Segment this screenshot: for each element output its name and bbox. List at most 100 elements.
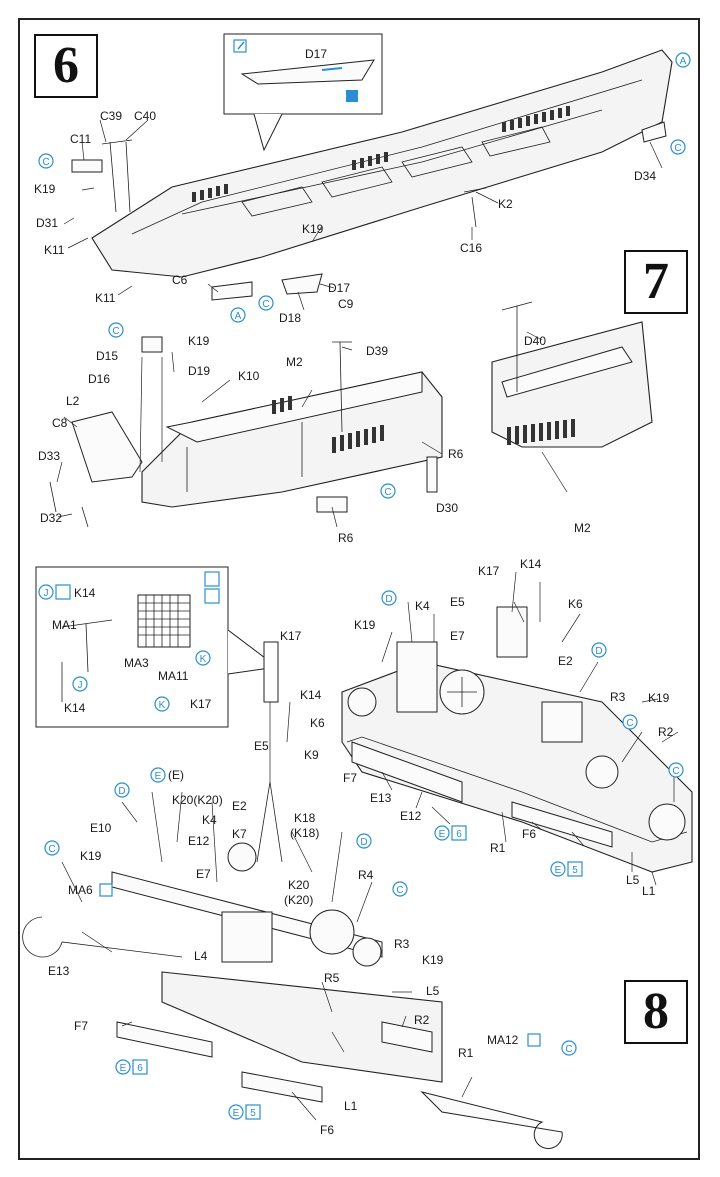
label-l4-x: L4: [194, 949, 208, 963]
step7-vents-right: [507, 419, 575, 445]
exploded-r2: [381, 1021, 433, 1053]
marker-j1: [38, 584, 54, 600]
brush-stroke: [237, 41, 245, 50]
label-e10-x: E10: [90, 821, 112, 835]
marker-c-7b: [380, 483, 396, 499]
part-d17-marker: [321, 67, 343, 71]
exploded-r3: [352, 937, 382, 967]
label-r2-a: R2: [658, 725, 674, 739]
label-l1-a: L1: [642, 884, 656, 898]
exploded-deck-curve: [22, 916, 183, 958]
step-number-6: 6: [34, 34, 98, 98]
flip-icon-e6-a: [451, 825, 467, 841]
marker-c-c-x: [561, 1040, 577, 1056]
flip-part-icon: [55, 584, 71, 600]
label-e7-a: E7: [450, 629, 465, 643]
label-k4-a: K4: [415, 599, 430, 613]
exploded-f7: [116, 1021, 213, 1058]
label-d16: D16: [88, 372, 110, 386]
label-e6-a: E: [439, 829, 446, 840]
label-d30: D30: [436, 501, 458, 515]
label-d-x: D: [118, 786, 125, 797]
step7-group: C K19 D15 D16 D19 K10 M2 D39 D40 L2 C8 D…: [38, 301, 653, 545]
exploded-e2-tripod: [256, 781, 283, 863]
label-k19-7: K19: [188, 334, 210, 348]
label-ma1: MA1: [52, 618, 77, 632]
label-d15: D15: [96, 349, 118, 363]
label-c-c-x: C: [565, 1044, 572, 1055]
flip-icon-e5-x: [245, 1104, 261, 1120]
marker-c-7a: [108, 322, 124, 338]
label-k17-a: K17: [478, 564, 500, 578]
step7-deck-left: [165, 371, 423, 443]
marker-c-mid: [258, 295, 274, 311]
label-r5-x: R5: [324, 971, 340, 985]
label-k19a: K19: [34, 182, 56, 196]
label-c-x: C: [48, 844, 55, 855]
label-d17: D17: [328, 281, 350, 295]
marker-a-top: [675, 52, 691, 68]
label-d39: D39: [366, 344, 388, 358]
label-d34: D34: [634, 169, 656, 183]
paint-drop-icon-8: [204, 588, 220, 604]
label-a-top: A: [680, 56, 687, 67]
assembled-bridge: [396, 641, 438, 713]
assembled-f6: [511, 801, 613, 848]
marker-c-x: [44, 840, 60, 856]
step6-callout-pointer: [253, 113, 283, 152]
step6-leaders: [63, 119, 663, 311]
label-k4-x: K4: [202, 813, 217, 827]
label-c9: C9: [338, 297, 354, 311]
part-d34: [641, 121, 667, 143]
label-l2: L2: [66, 394, 80, 408]
label-k11a: K11: [44, 243, 65, 257]
label-k: K: [200, 654, 207, 665]
label-e13-a: E13: [370, 791, 392, 805]
label-l5-x: L5: [426, 984, 440, 998]
label-c-top: C: [674, 143, 681, 154]
label-c39: C39: [100, 109, 122, 123]
label-r1-a: R1: [490, 841, 506, 855]
label-k14a: K14: [74, 586, 96, 600]
label-k20c-x: (K20): [284, 893, 313, 907]
label-d-a: D: [385, 594, 392, 605]
step8-exploded-hull: [161, 971, 443, 1083]
part-d15: [141, 336, 163, 353]
exploded-r1: [420, 1091, 563, 1150]
flip-icon-e6-x: [132, 1059, 148, 1075]
glue-icon: [346, 90, 358, 102]
label-e12-x: E12: [188, 834, 210, 848]
marker-e5-a: [550, 861, 566, 877]
assembly-diagram: D17 C39 C40 C11 C K19 D31 K11 K11 C6 A: [22, 33, 693, 1150]
label-d18: D18: [279, 311, 301, 325]
label-k14b: K14: [64, 701, 86, 715]
step6-vents: [192, 106, 570, 202]
label-c16: C16: [460, 241, 482, 255]
marker-d-a: [381, 590, 397, 606]
label-ma6-x: MA6: [68, 883, 93, 897]
step-number-8: 8: [624, 980, 688, 1044]
step7-leaders: [56, 331, 568, 528]
label-m2b: M2: [574, 521, 591, 535]
label-r1-x: R1: [458, 1046, 474, 1060]
assembled-f7: [351, 741, 463, 803]
label-d32: D32: [40, 511, 62, 525]
label-l5-a: L5: [626, 873, 640, 887]
label-d40: D40: [524, 334, 546, 348]
marker-e6-x: [115, 1059, 131, 1075]
label-k6-a: K6: [568, 597, 583, 611]
label-k9-x: K9: [304, 748, 319, 762]
marker-d-b: [591, 642, 607, 658]
exploded-r4: [309, 909, 355, 955]
label-r6b: R6: [338, 531, 354, 545]
step8-exploded-leaders: [61, 701, 473, 1121]
label-m2a: M2: [286, 355, 303, 369]
step8-assembled-group: K17 K14 D K4 E5 K6 K19 E7 E2 D R3 K19 C …: [341, 557, 693, 898]
label-k19b-x: K19: [422, 953, 444, 967]
label-k20-x: K20(K20): [172, 793, 223, 807]
step7-vents-left: [272, 396, 384, 453]
callout-parts-lines: [61, 619, 113, 702]
label-c6: C6: [172, 273, 188, 287]
label-c-7a: C: [112, 326, 119, 337]
label-k6-x: K6: [310, 716, 325, 730]
